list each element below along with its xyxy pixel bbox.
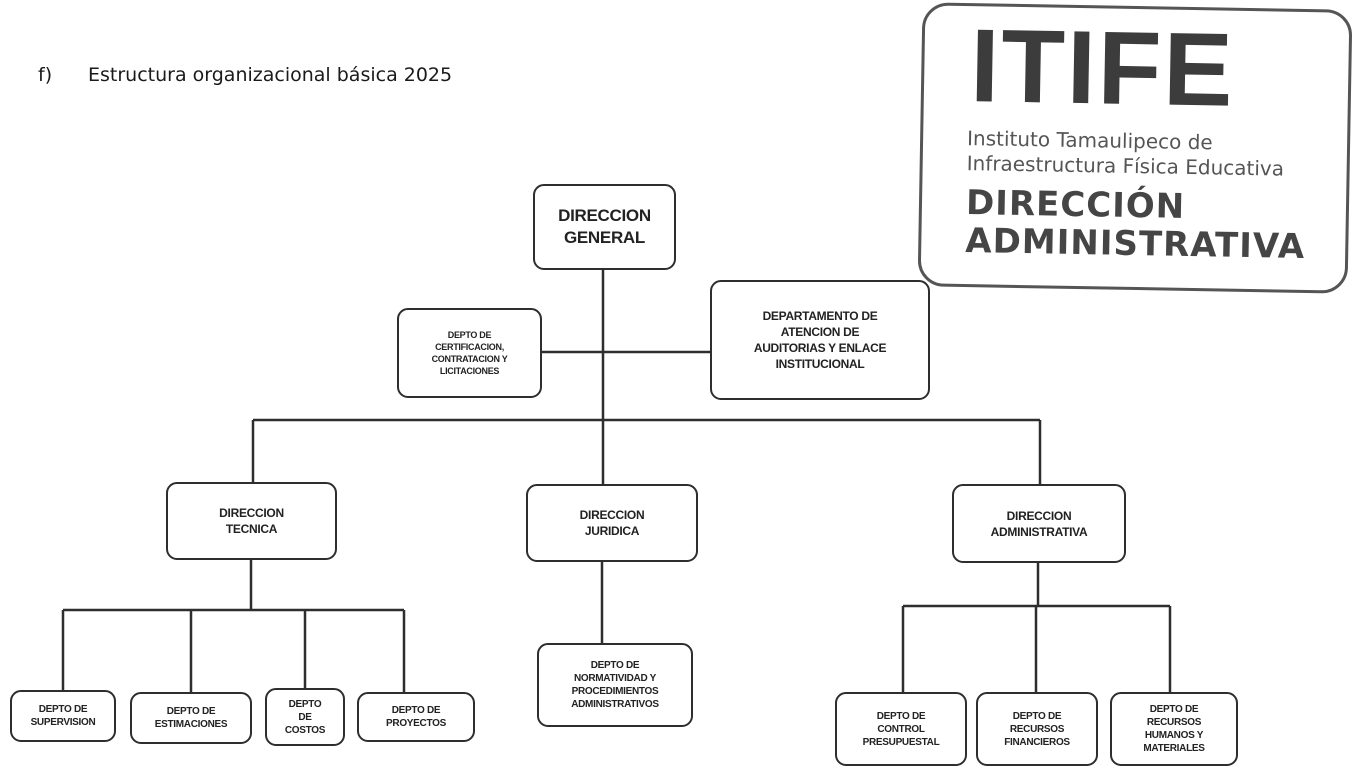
- node-depto-supervision-label: DEPTO DE SUPERVISION: [30, 704, 96, 728]
- node-depto-certificacion: DEPTO DE CERTIFICACION, CONTRATACION Y L…: [397, 308, 542, 398]
- node-depto-certificacion-label: DEPTO DE CERTIFICACION, CONTRATACION Y L…: [431, 330, 508, 376]
- node-depto-recursos-humanos-label: DEPTO DE RECURSOS HUMANOS Y MATERIALES: [1143, 704, 1205, 754]
- stamp-department-line2: ADMINISTRATIVA: [965, 221, 1306, 267]
- node-direccion-general-label: DIRECCION GENERAL: [558, 206, 651, 247]
- node-depto-proyectos: DEPTO DE PROYECTOS: [357, 692, 475, 742]
- node-direccion-juridica: DIRECCION JURIDICA: [526, 484, 698, 562]
- section-number: f): [38, 64, 53, 86]
- node-depto-control-presupuestal-label: DEPTO DE CONTROL PRESUPUESTAL: [862, 710, 940, 748]
- node-direccion-general: DIRECCION GENERAL: [533, 184, 676, 270]
- itife-logo: ITIFE: [969, 8, 1236, 129]
- node-depto-costos-label: DEPTO DE COSTOS: [284, 698, 326, 736]
- node-depto-auditorias-label: DEPARTAMENTO DE ATENCION DE AUDITORIAS Y…: [753, 309, 887, 371]
- node-direccion-juridica-label: DIRECCION JURIDICA: [579, 508, 645, 538]
- node-depto-recursos-financieros: DEPTO DE RECURSOS FINANCIEROS: [976, 692, 1098, 766]
- node-depto-auditorias: DEPARTAMENTO DE ATENCION DE AUDITORIAS Y…: [710, 280, 930, 400]
- node-direccion-administrativa: DIRECCION ADMINISTRATIVA: [952, 484, 1126, 563]
- node-depto-costos: DEPTO DE COSTOS: [265, 688, 345, 746]
- itife-stamp: ITIFE Instituto Tamaulipeco de Infraestr…: [917, 2, 1353, 294]
- node-depto-supervision: DEPTO DE SUPERVISION: [10, 690, 116, 742]
- node-direccion-tecnica-label: DIRECCION TECNICA: [219, 506, 284, 536]
- node-depto-proyectos-label: DEPTO DE PROYECTOS: [386, 705, 446, 729]
- node-depto-normatividad: DEPTO DE NORMATIVIDAD Y PROCEDIMIENTOS A…: [537, 643, 693, 727]
- node-direccion-administrativa-label: DIRECCION ADMINISTRATIVA: [990, 508, 1088, 539]
- node-depto-control-presupuestal: DEPTO DE CONTROL PRESUPUESTAL: [835, 692, 967, 766]
- stamp-department: DIRECCIÓN ADMINISTRATIVA: [965, 183, 1306, 267]
- node-depto-recursos-humanos: DEPTO DE RECURSOS HUMANOS Y MATERIALES: [1110, 692, 1238, 766]
- node-depto-normatividad-label: DEPTO DE NORMATIVIDAD Y PROCEDIMIENTOS A…: [571, 660, 659, 710]
- stamp-institution-line2: Infraestructura Física Educativa: [966, 151, 1285, 181]
- node-depto-estimaciones-label: DEPTO DE ESTIMACIONES: [154, 706, 228, 730]
- stamp-institution-name: Instituto Tamaulipeco de Infraestructura…: [966, 126, 1285, 182]
- section-title: Estructura organizacional básica 2025: [88, 64, 453, 86]
- node-direccion-tecnica: DIRECCION TECNICA: [166, 482, 337, 560]
- section-heading: f) Estructura organizacional básica 2025: [38, 64, 452, 86]
- node-depto-recursos-financieros-label: DEPTO DE RECURSOS FINANCIEROS: [1004, 710, 1070, 748]
- node-depto-estimaciones: DEPTO DE ESTIMACIONES: [130, 692, 252, 744]
